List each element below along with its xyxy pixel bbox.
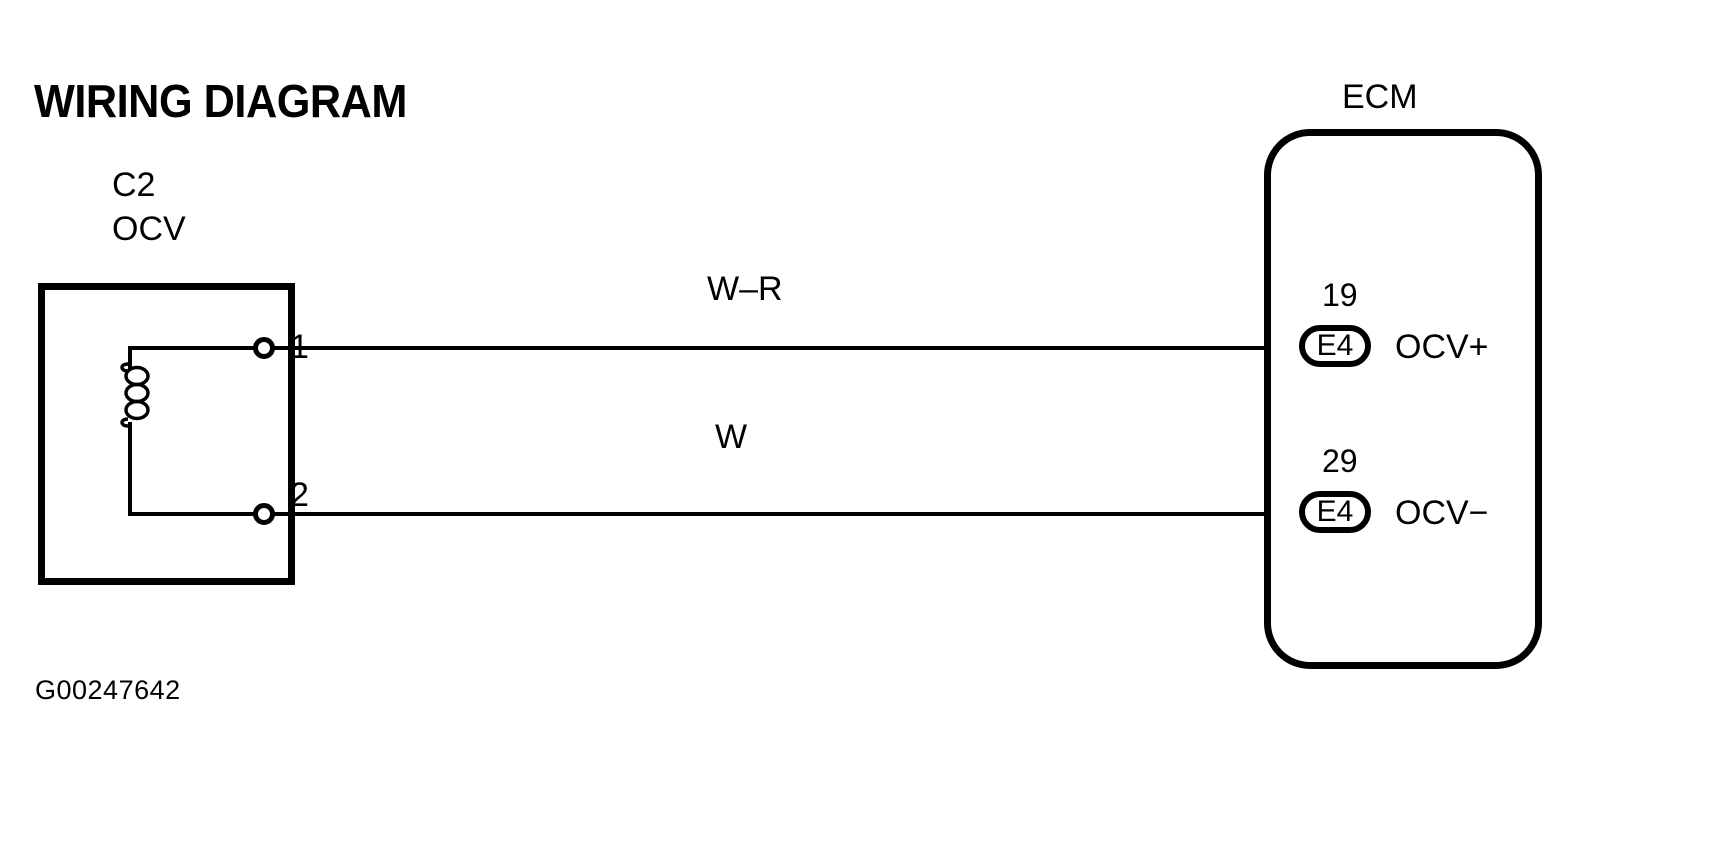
- connector-box-ocv: [38, 283, 295, 585]
- wire-run-ocv-minus: [275, 512, 1330, 516]
- ecm-signal-name-ocv-plus: OCV+: [1395, 328, 1489, 366]
- coil-icon: [120, 362, 150, 428]
- ecm-pin-number-29: 29: [1322, 443, 1358, 479]
- ecm-pin-number-19: 19: [1322, 277, 1358, 313]
- wire-label-w-r: W–R: [707, 270, 783, 308]
- terminal-pin-1[interactable]: [253, 337, 275, 359]
- figure-code-caption: G00247642: [35, 675, 181, 705]
- wire-run-ocv-plus: [275, 346, 1330, 350]
- internal-wire-bottom: [128, 512, 288, 516]
- page-title: WIRING DIAGRAM: [34, 75, 407, 127]
- pin-number-2: 2: [290, 476, 309, 514]
- connector-name-label: OCV: [112, 210, 186, 248]
- internal-wire-left-lower: [128, 422, 132, 515]
- ecm-box: [1264, 129, 1542, 669]
- ecm-connector-badge-e4-19[interactable]: E4: [1299, 325, 1371, 367]
- connector-id-label: C2: [112, 166, 156, 204]
- wire-label-w: W: [715, 418, 748, 456]
- terminal-pin-2[interactable]: [253, 503, 275, 525]
- ecm-connector-badge-e4-29[interactable]: E4: [1299, 491, 1371, 533]
- ecm-title-label: ECM: [1342, 78, 1418, 116]
- internal-wire-top: [128, 346, 288, 350]
- internal-wire-left-upper: [128, 346, 132, 370]
- ecm-signal-name-ocv-minus: OCV−: [1395, 494, 1489, 532]
